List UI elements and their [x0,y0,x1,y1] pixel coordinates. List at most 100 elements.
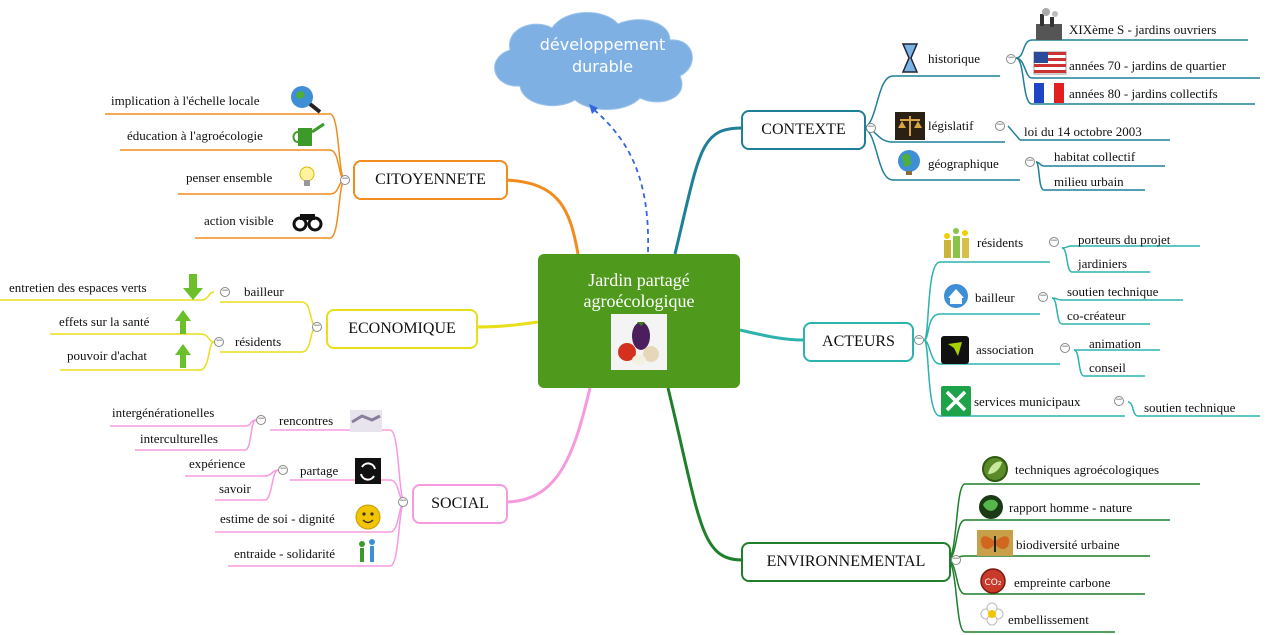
collapse-toggle[interactable]: − [312,321,322,332]
contexte-node[interactable]: CONTEXTE [741,110,866,150]
hist-item[interactable]: XIXème S - jardins ouvriers [1069,22,1217,37]
historique-label[interactable]: historique [928,51,980,66]
geo-item[interactable]: milieu urbain [1054,174,1124,189]
economique-node[interactable]: ECONOMIQUE [326,309,478,349]
geographique-label[interactable]: géographique [928,156,999,171]
french-flag-icon [1034,83,1064,103]
acteurs-residents-item[interactable]: jardiniers [1078,256,1128,271]
smiley-icon [355,504,381,530]
acteurs-bailleur-item[interactable]: co-créateur [1067,308,1126,323]
residents-icon [944,228,969,258]
handshake-icon [350,410,382,432]
hourglass-icon [901,43,919,73]
collapse-toggle[interactable]: − [1060,342,1070,353]
economique-bailleur-item[interactable]: entretien des espaces verts [9,280,147,295]
collapse-toggle[interactable]: − [214,336,224,347]
globe-search-icon [291,86,322,114]
arrow-up-icon [175,344,191,368]
binoculars-icon [292,214,323,232]
economique-bailleur-label[interactable]: bailleur [244,284,284,299]
collapse-toggle[interactable]: − [220,286,230,297]
collapse-toggle[interactable]: − [1114,395,1124,406]
collapse-toggle[interactable]: − [398,496,408,507]
economique-residents-item[interactable]: pouvoir d'achat [67,348,147,363]
collapse-toggle[interactable]: − [995,120,1005,131]
collapse-toggle[interactable]: − [1038,291,1048,302]
citoyennete-item[interactable]: action visible [204,213,274,228]
branch-acteurs [739,328,804,342]
acteurs-label: ACTEURS [822,333,895,350]
vegetables-icon [611,314,667,370]
economique-residents-item[interactable]: effets sur la santé [59,314,150,329]
citoyennete-item[interactable]: penser ensemble [186,170,273,185]
collapse-toggle[interactable]: − [1006,53,1016,64]
acteurs-services-label[interactable]: services municipaux [974,394,1081,409]
acteurs-bailleur-item[interactable]: soutien technique [1067,284,1159,299]
environnemental-item[interactable]: embellissement [1008,612,1089,627]
acteurs-residents-item[interactable]: porteurs du projet [1078,232,1171,247]
people-icon [359,539,375,562]
branch-economique [474,320,539,329]
acteurs-association-label[interactable]: association [976,342,1034,357]
acteurs-residents-label[interactable]: résidents [977,235,1024,250]
watering-can-icon [292,122,325,146]
branch-citoyennete [504,178,580,255]
arrow-up-icon [175,310,191,334]
acteurs-association-item[interactable]: animation [1089,336,1141,351]
central-topic[interactable]: Jardin partagé agroécologique [538,254,740,388]
collapse-toggle[interactable]: − [278,464,288,475]
environnemental-item[interactable]: techniques agroécologiques [1015,462,1160,477]
citoyennete-node[interactable]: CITOYENNETE [353,160,508,200]
environnemental-label: ENVIRONNEMENTAL [766,553,926,570]
collapse-toggle[interactable]: − [951,554,961,565]
citoyennete-item[interactable]: implication à l'échelle locale [111,93,260,108]
environnemental-item[interactable]: rapport homme - nature [1009,500,1133,515]
social-item[interactable]: entraide - solidarité [234,546,336,561]
co2-icon: CO₂ [980,568,1006,594]
earth-icon [979,495,1003,519]
social-rencontres-item[interactable]: interculturelles [140,431,218,446]
collapse-toggle[interactable]: − [1049,236,1059,247]
environnemental-node[interactable]: ENVIRONNEMENTAL [741,542,951,582]
svg-text:CO₂: CO₂ [985,578,1002,588]
tools-icon [941,386,971,416]
social-partage-item[interactable]: expérience [189,456,246,471]
economique-label: ECONOMIQUE [348,320,456,337]
collapse-toggle[interactable]: − [340,174,350,185]
branch-environnemental [666,387,743,562]
social-node[interactable]: SOCIAL [412,484,508,524]
hist-item[interactable]: années 70 - jardins de quartier [1069,58,1227,73]
acteurs-services-item[interactable]: soutien technique [1144,400,1236,415]
cycle-icon [355,458,381,484]
arrow-down-icon [183,274,203,300]
legislatif-label[interactable]: législatif [928,118,974,133]
hist-item[interactable]: années 80 - jardins collectifs [1069,86,1218,101]
economique-residents-label[interactable]: résidents [235,334,282,349]
contexte-label: CONTEXTE [761,121,846,138]
citoyennete-item[interactable]: éducation à l'agroécologie [127,128,263,143]
collapse-toggle[interactable]: − [1025,156,1035,167]
collapse-toggle[interactable]: − [914,334,924,345]
scales-icon [895,112,925,140]
globe-icon [898,150,920,175]
social-rencontres-label[interactable]: rencontres [279,413,334,428]
social-item[interactable]: estime de soi - dignité [220,511,335,526]
social-partage-item[interactable]: savoir [219,481,251,496]
acteurs-links [923,245,1260,417]
environnemental-item[interactable]: biodiversité urbaine [1016,537,1120,552]
acteurs-bailleur-label[interactable]: bailleur [975,290,1015,305]
acteurs-node[interactable]: ACTEURS [803,322,914,362]
loi-item[interactable]: loi du 14 octobre 2003 [1024,124,1142,139]
environnemental-item[interactable]: empreinte carbone [1014,575,1111,590]
collapse-toggle[interactable]: − [256,414,266,425]
collapse-toggle[interactable]: − [866,122,876,133]
lightbulb-icon [299,166,315,186]
geo-item[interactable]: habitat collectif [1054,149,1136,164]
environnemental-links [946,483,1200,633]
social-partage-label[interactable]: partage [300,463,339,478]
acteurs-association-item[interactable]: conseil [1089,360,1126,375]
flower-icon [980,602,1004,626]
social-rencontres-item[interactable]: intergénérationelles [112,405,215,420]
central-topic-line1: Jardin partagé [588,270,690,290]
